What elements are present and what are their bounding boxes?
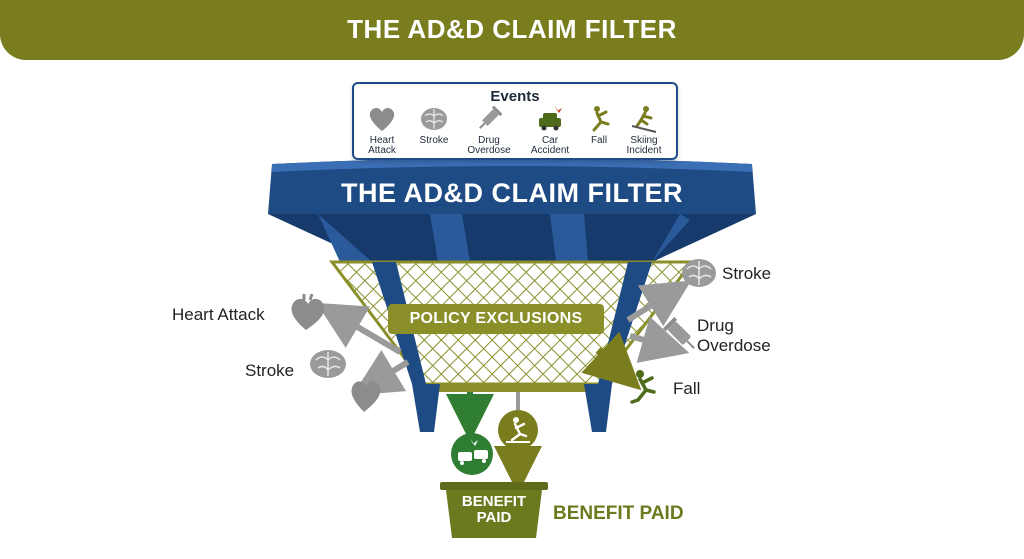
rejected-heart-attack-label: Heart Attack — [172, 305, 265, 324]
benefit-bucket — [440, 482, 548, 538]
rejected-stroke-label: Stroke — [245, 361, 295, 380]
benefit-paid-label: BENEFIT PAID — [553, 503, 684, 524]
paid-arrows — [446, 392, 542, 494]
rejected-arrows-right — [581, 280, 692, 391]
event-fall: Fall — [571, 104, 627, 146]
syringe-icon — [663, 317, 695, 349]
paid-falling-person-icon — [498, 410, 538, 450]
heart-icon — [351, 381, 381, 412]
banner-title: THE AD&D CLAIM FILTER — [347, 14, 677, 44]
policy-exclusions-band — [388, 304, 604, 334]
skier-icon — [631, 106, 657, 133]
falling-person-icon — [592, 106, 610, 132]
funnel-top — [268, 158, 756, 214]
syringe-icon — [479, 105, 503, 129]
heart-icon — [291, 293, 325, 330]
brain-icon — [310, 350, 346, 378]
funnel-body — [268, 214, 756, 262]
car-crash-icon — [539, 106, 562, 131]
falling-person-icon — [630, 370, 656, 404]
event-label: Fall — [590, 135, 608, 146]
event-stroke: Stroke — [406, 104, 462, 146]
policy-exclusions-label: POLICY EXCLUSIONS — [409, 310, 583, 327]
brain-icon — [682, 259, 716, 287]
heart-icon — [369, 107, 395, 131]
rejected-stroke-label: Stroke — [722, 264, 772, 283]
rejected-fall-label: Fall — [673, 379, 701, 398]
brain-icon — [421, 108, 447, 130]
funnel-title: THE AD&D CLAIM FILTER — [341, 178, 683, 208]
funnel-legs — [412, 384, 612, 432]
event-label: Stroke — [419, 135, 449, 146]
events-title: Events — [490, 88, 540, 105]
title-banner: THE AD&D CLAIM FILTER — [0, 0, 1024, 60]
paid-car-accident-icon — [451, 433, 493, 475]
